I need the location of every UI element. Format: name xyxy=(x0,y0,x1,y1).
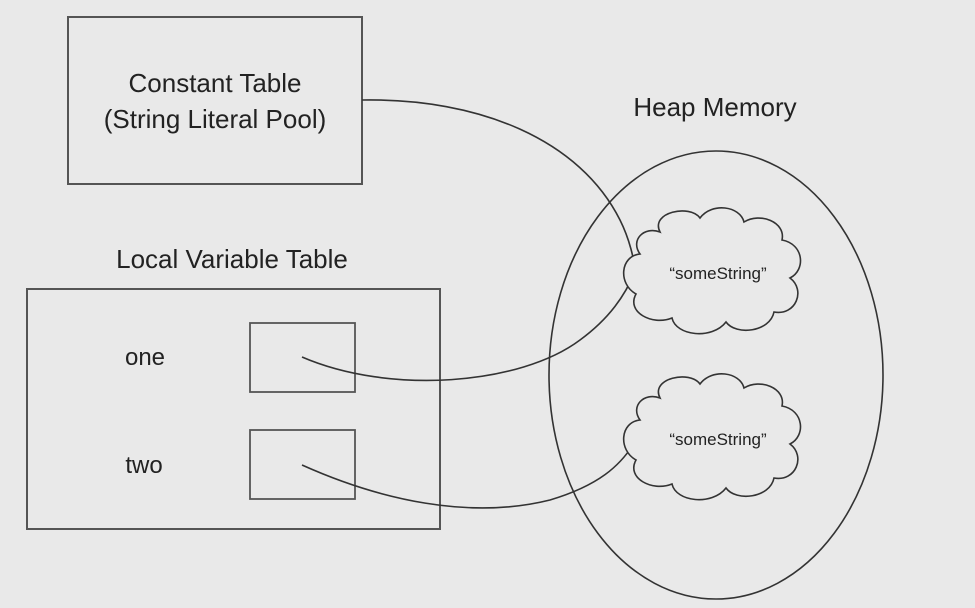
string-object-label: “someString” xyxy=(669,430,767,449)
local-variable-table-box xyxy=(26,288,441,530)
variable-label-one: one xyxy=(125,344,165,371)
heap-memory-title: Heap Memory xyxy=(633,92,796,122)
cloud-shape xyxy=(622,373,802,501)
variable-label-two: two xyxy=(125,452,162,479)
variable-slot-one xyxy=(249,322,356,393)
constant-table-box xyxy=(67,16,363,185)
heap-object-1: “someString” xyxy=(622,207,802,335)
heap-memory-ellipse xyxy=(548,150,884,600)
constant-table-subtitle: (String Literal Pool) xyxy=(104,104,327,134)
cloud-shape xyxy=(622,207,802,335)
constant-table-title: Constant Table xyxy=(129,68,302,98)
variable-slot-two xyxy=(249,429,356,500)
reference-arc-constant-to-string xyxy=(361,99,636,271)
reference-arc-one-to-string xyxy=(301,271,636,382)
constant-table: Constant Table (String Literal Pool) xyxy=(67,16,363,185)
reference-wires xyxy=(301,99,636,509)
string-object-label: “someString” xyxy=(669,264,767,283)
reference-arc-two-to-string xyxy=(301,444,634,509)
heap-object-2: “someString” xyxy=(622,373,802,501)
local-variable-table: Local Variable Table one two xyxy=(26,244,441,530)
local-variable-table-title: Local Variable Table xyxy=(116,244,348,274)
heap-memory: Heap Memory xyxy=(548,92,884,600)
